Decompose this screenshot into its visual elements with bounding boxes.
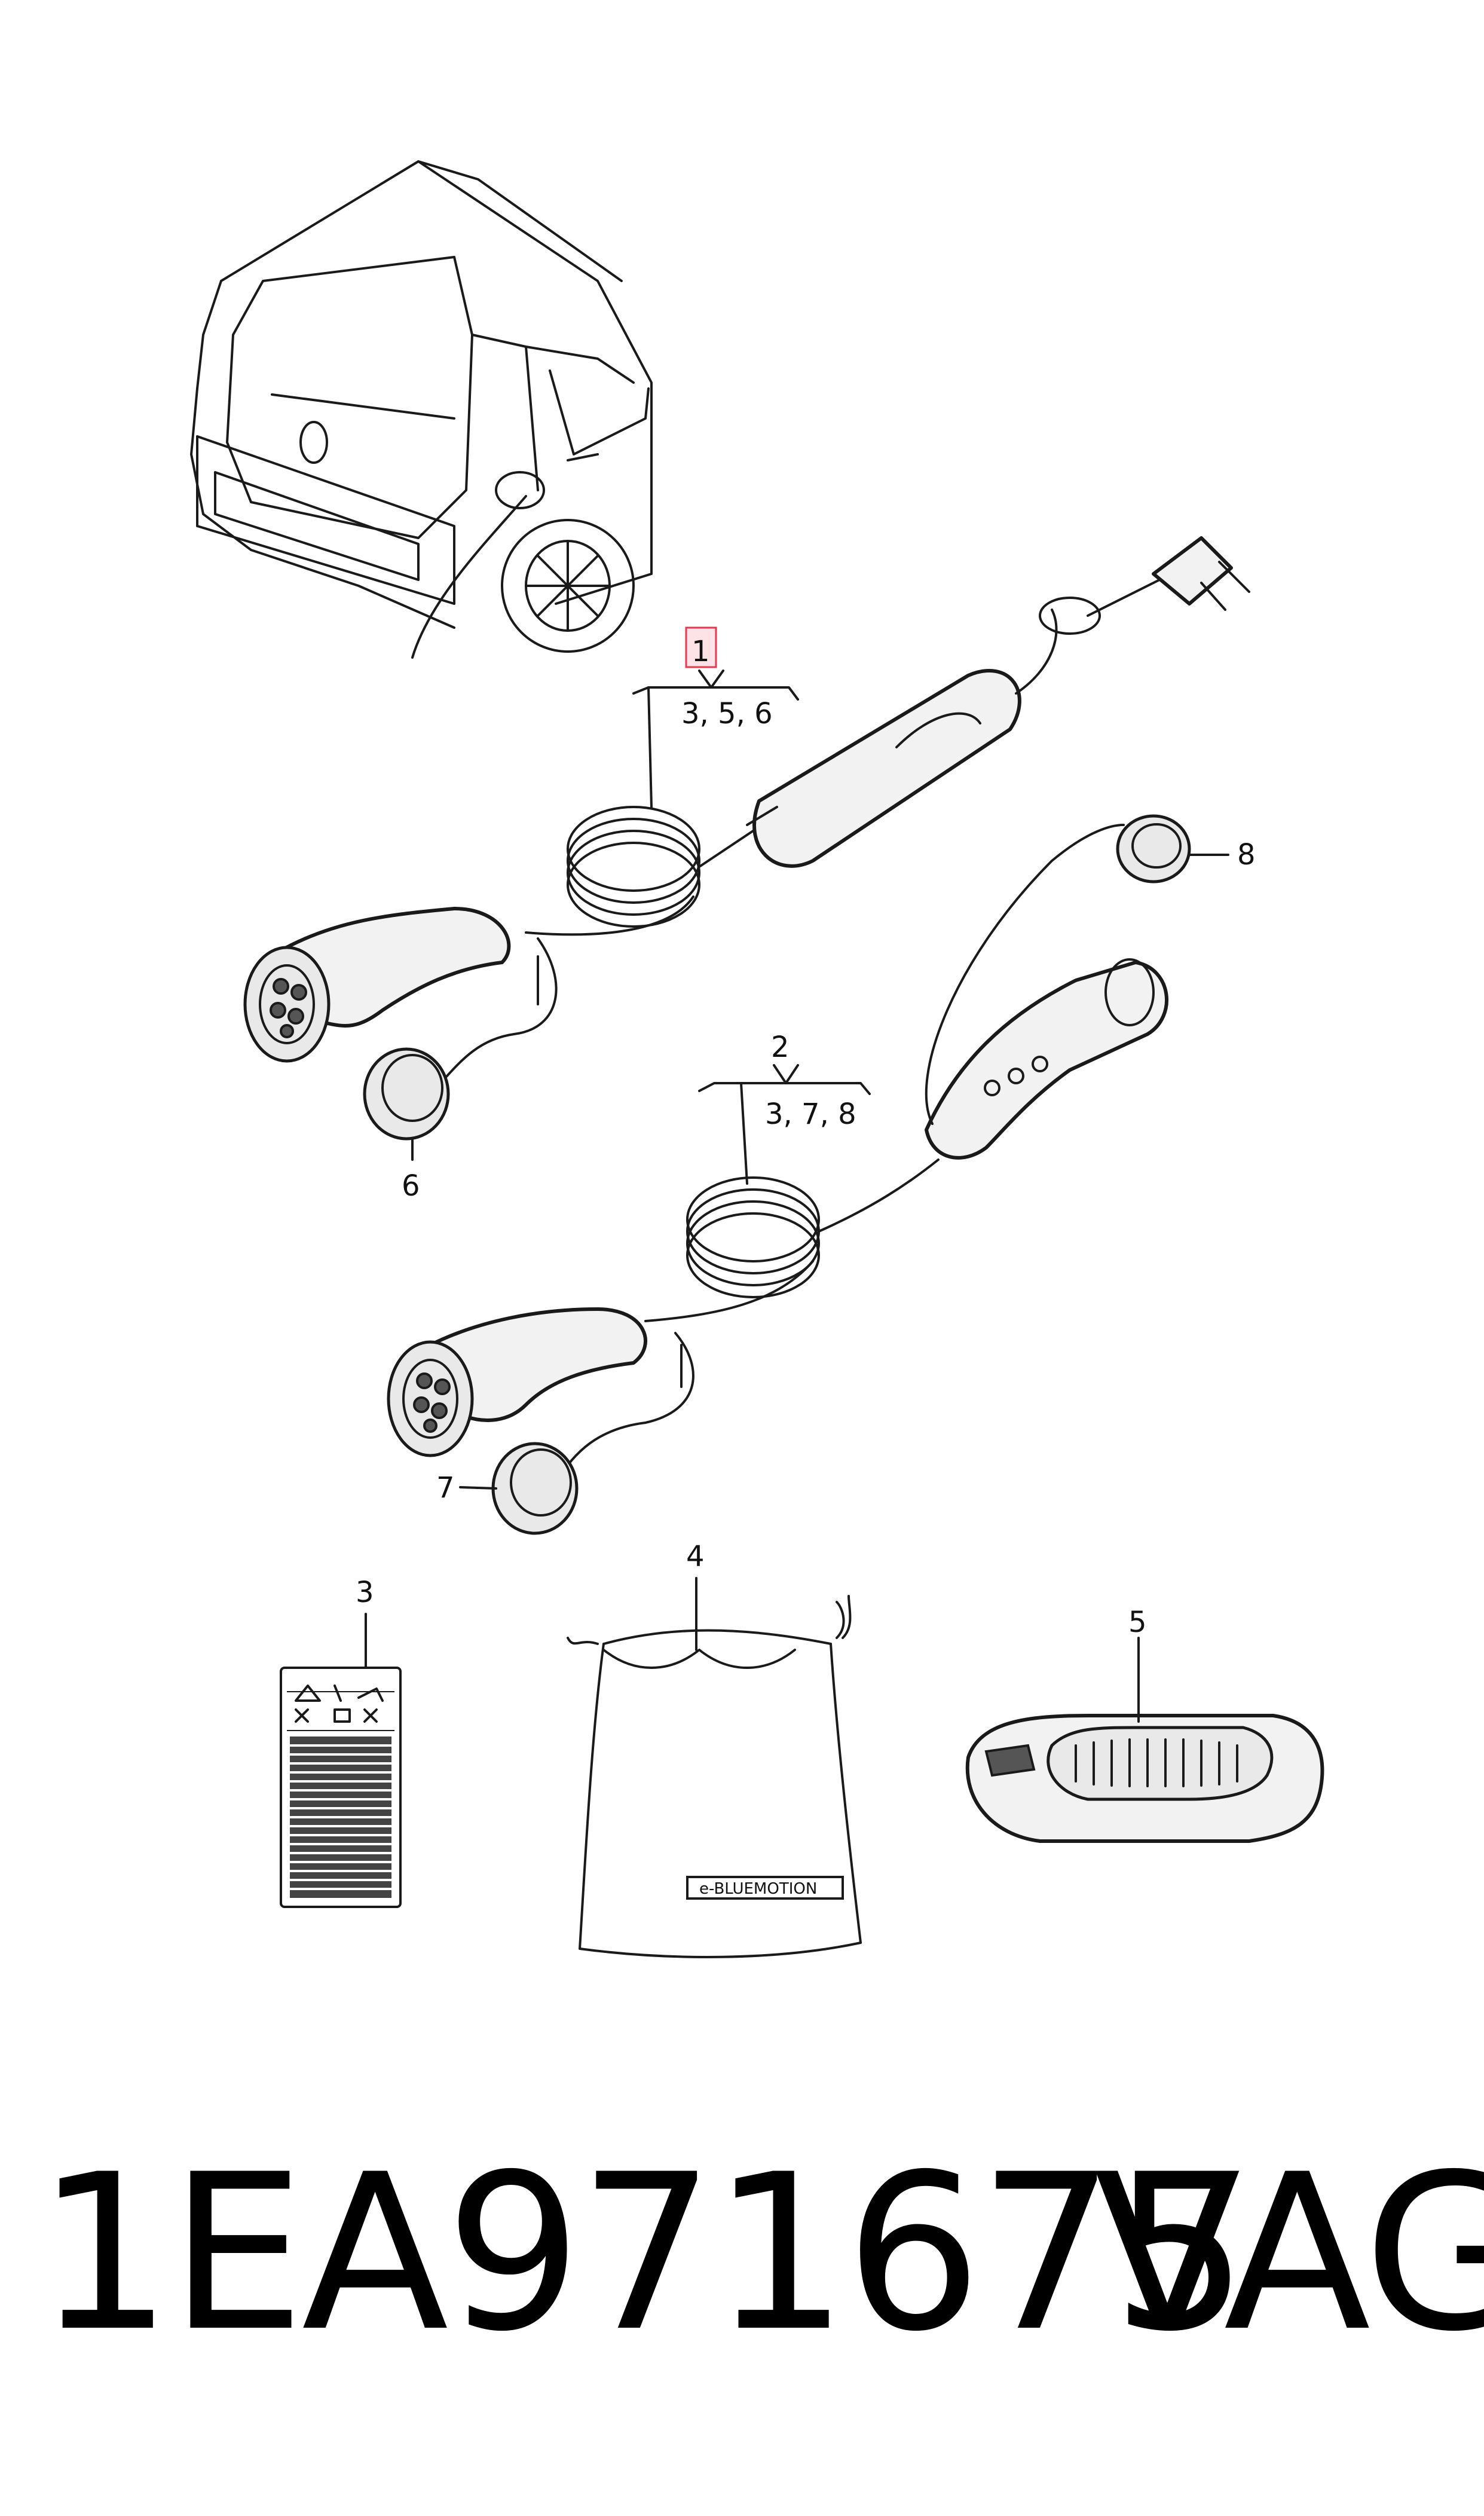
warning-label-sticker (280, 1667, 402, 1908)
callout-4: 4 (686, 1540, 705, 1573)
control-box-cover (965, 1714, 1324, 1843)
car-illustration (190, 160, 653, 659)
storage-bag: e-BLUEMOTION (567, 1595, 862, 1958)
callout-8: 8 (1237, 838, 1256, 872)
callout-2: 2 (771, 1031, 790, 1064)
callout-6: 6 (402, 1169, 420, 1203)
callout-1-highlight (685, 626, 717, 668)
brand-name: VAG (1094, 2128, 1484, 2379)
callout-5: 5 (1128, 1606, 1147, 1639)
charging-cable-1 (243, 536, 1250, 1141)
callout-3: 3 (356, 1576, 374, 1609)
callout-7: 7 (436, 1471, 455, 1505)
part-number: 1EA971675 (36, 2128, 1249, 2379)
bag-brand-label: e-BLUEMOTION (699, 1880, 817, 1898)
exploded-parts-drawing: e-BLUEMOTION (190, 160, 1324, 1958)
leader-lines (365, 669, 1229, 1723)
charging-cable-2 (387, 814, 1191, 1535)
part-number-caption: 1EA971675 VAG (36, 2128, 1484, 2379)
group-2-parts: 3, 7, 8 (765, 1097, 856, 1131)
callout-1: 1 (691, 635, 710, 668)
group-1-parts: 3, 5, 6 (681, 697, 773, 730)
